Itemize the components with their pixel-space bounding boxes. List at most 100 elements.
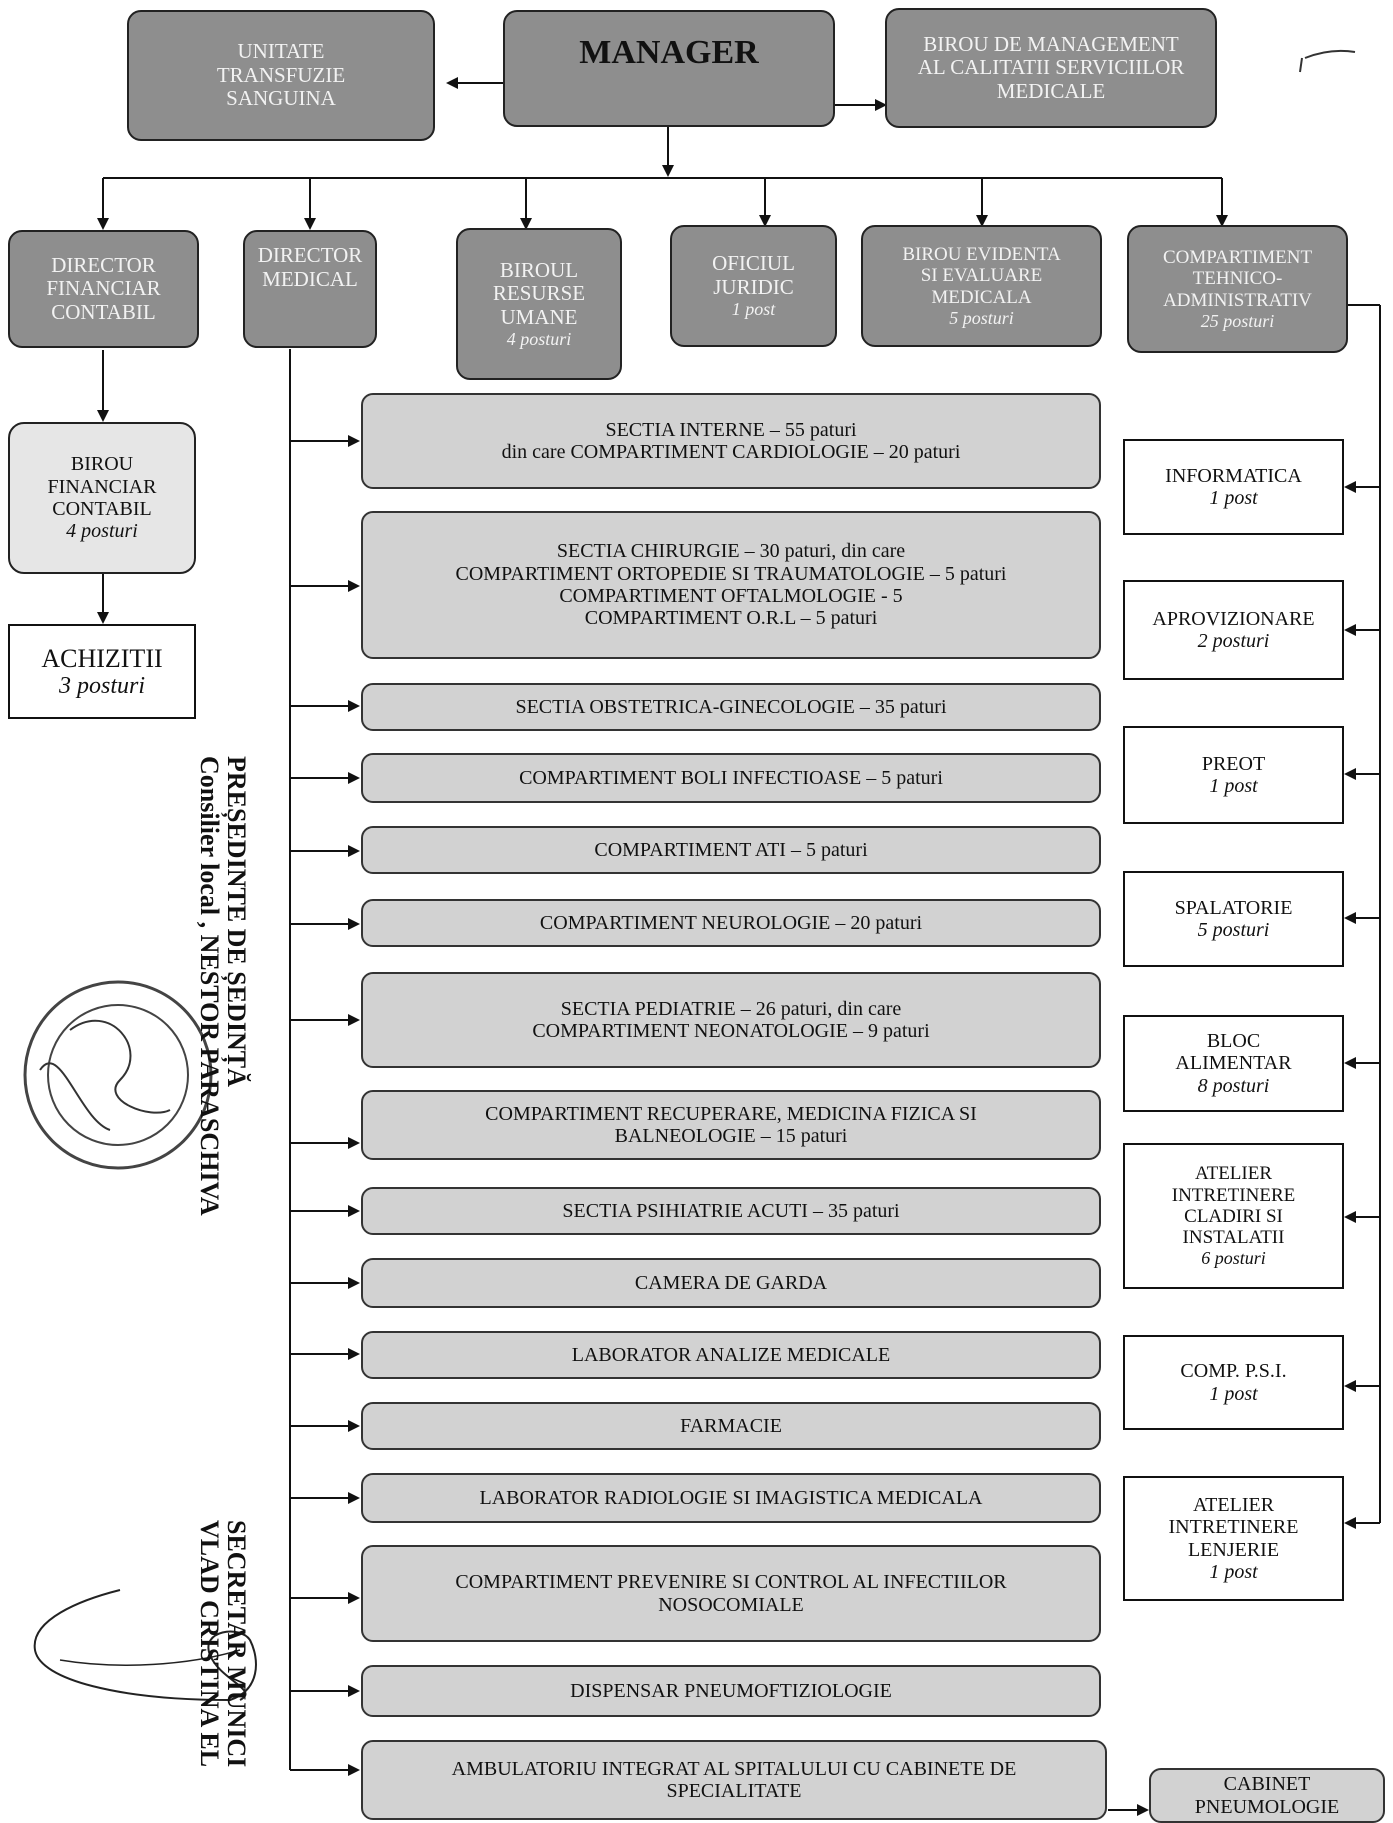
posts-count: 6 posturi [1201,1248,1266,1269]
box-line: TRANSFUZIE [216,62,346,87]
secretary-name: VLAD CRISTINA EL [194,1520,224,1768]
box-line: din care COMPARTIMENT CARDIOLOGIE – 20 p… [501,441,961,463]
box-line: FARMACIE [680,1414,782,1437]
box-line: DIRECTOR [257,243,363,267]
box-line: SI EVALUARE [920,265,1043,287]
box-line: BLOC [1206,1029,1261,1052]
posts-count: 1 post [1209,487,1258,509]
box-line: JURIDIC [713,274,794,299]
box-line: APROVIZIONARE [1152,607,1315,630]
box-line: BIROUL [499,257,579,282]
box-line: MEDICAL [262,266,358,291]
box-line: COMPARTIMENT OFTALMOLOGIE - 5 [559,585,903,607]
posts-count: 4 posturi [506,329,572,350]
posts-count: 4 posturi [66,520,138,543]
box-line: LABORATOR RADIOLOGIE SI IMAGISTICA MEDIC… [479,1486,983,1509]
unit-transfuzie-sanguina: UNITATE TRANSFUZIE SANGUINA [127,10,435,141]
medical-unit: SECTIA CHIRURGIE – 30 paturi, din care C… [361,511,1101,659]
box-line: CONTABIL [52,498,152,520]
medical-unit: SECTIA OBSTETRICA-GINECOLOGIE – 35 patur… [361,683,1101,731]
box-line: COMPARTIMENT ATI – 5 paturi [594,838,868,861]
box-line: AMBULATORIU INTEGRAT AL SPITALULUI CU CA… [451,1757,1017,1780]
birou-resurse-umane: BIROUL RESURSE UMANE 4 posturi [456,228,622,380]
box-line: COMPARTIMENT RECUPERARE, MEDICINA FIZICA… [485,1102,977,1125]
box-line: SECTIA PEDIATRIE – 26 paturi, din care [560,997,902,1020]
technical-unit: INFORMATICA 1 post [1123,439,1344,535]
achizitii-box: ACHIZITII 3 posturi [8,624,196,719]
box-line: INTRETINERE [1168,1516,1299,1539]
birou-management-calitate: BIROU DE MANAGEMENT AL CALITATII SERVICI… [885,8,1217,128]
box-line: ALIMENTAR [1175,1052,1292,1075]
technical-unit: SPALATORIE 5 posturi [1123,871,1344,967]
box-line: LABORATOR ANALIZE MEDICALE [571,1343,891,1366]
box-line: PREOT [1201,752,1266,775]
medical-unit: FARMACIE [361,1402,1101,1450]
medical-unit: COMPARTIMENT BOLI INFECTIOASE – 5 paturi [361,753,1101,803]
box-line: INFORMATICA [1165,464,1302,487]
technical-unit: APROVIZIONARE 2 posturi [1123,580,1344,680]
secretary-signature [33,1589,257,1702]
cabinet-pneumologie: CABINET PNEUMOLOGIE [1149,1768,1385,1823]
compartiment-tehnico-administrativ: COMPARTIMENT TEHNICO- ADMINISTRATIV 25 p… [1127,225,1348,353]
secretary-title: SECRETAR MUNICI [222,1520,251,1768]
box-line: SECTIA CHIRURGIE – 30 paturi, din care [556,540,906,563]
box-line: SECTIA OBSTETRICA-GINECOLOGIE – 35 patur… [515,695,947,718]
medical-unit: SECTIA INTERNE – 55 paturi din care COMP… [361,393,1101,489]
official-stamp [23,980,213,1170]
medical-unit: COMPARTIMENT RECUPERARE, MEDICINA FIZICA… [361,1090,1101,1160]
president-title: PREȘEDINTE DE ȘEDINȚĂ [222,756,251,1087]
box-line: FINANCIAR [47,475,157,498]
birou-financiar-contabil: BIROU FINANCIAR CONTABIL 4 posturi [8,422,196,574]
box-line: RESURSE [492,281,586,306]
box-line: BALNEOLOGIE – 15 paturi [614,1125,848,1147]
box-line: BIROU [70,453,134,476]
technical-unit: PREOT 1 post [1123,726,1344,824]
medical-unit: DISPENSAR PNEUMOFTIZIOLOGIE [361,1665,1101,1717]
box-line: COMPARTIMENT NEUROLOGIE – 20 paturi [539,911,923,934]
box-line: OFICIUL [712,251,795,276]
box-line: DISPENSAR PNEUMOFTIZIOLOGIE [570,1679,892,1702]
posts-count: 25 posturi [1200,310,1275,331]
box-line: ADMINISTRATIV [1163,289,1312,311]
posts-count: 5 posturi [1197,919,1270,941]
box-line: COMPARTIMENT O.R.L – 5 paturi [584,607,878,630]
president-block: PREȘEDINTE DE ȘEDINȚĂ Consilier local , … [194,756,251,1216]
secretary-block: SECRETAR MUNICI VLAD CRISTINA EL [194,1520,251,1768]
technical-unit: ATELIER INTRETINERE CLADIRI SI INSTALATI… [1123,1143,1344,1289]
posts-count: 3 posturi [58,672,145,699]
technical-unit: BLOC ALIMENTAR 8 posturi [1123,1015,1344,1112]
box-line: CABINET [1223,1773,1311,1796]
oficiul-juridic: OFICIUL JURIDIC 1 post [670,225,837,347]
box-line: CONTABIL [51,299,156,324]
director-medical: DIRECTOR MEDICAL [243,230,377,348]
director-financiar-contabil: DIRECTOR FINANCIAR CONTABIL [8,230,199,348]
medical-unit: SECTIA PEDIATRIE – 26 paturi, din care C… [361,972,1101,1068]
birou-evidenta-evaluare: BIROU EVIDENTA SI EVALUARE MEDICALA 5 po… [861,225,1102,347]
box-line: COMPARTIMENT BOLI INFECTIOASE – 5 paturi [519,766,943,789]
box-line: COMP. P.S.I. [1180,1360,1287,1383]
box-line: SPECIALITATE [666,1780,802,1802]
box-line: UMANE [500,304,578,329]
posts-count: 2 posturi [1197,630,1270,652]
box-line: LENJERIE [1187,1538,1280,1561]
box-line: BIROU EVIDENTA [902,244,1061,266]
box-line: COMPARTIMENT ORTOPEDIE SI TRAUMATOLOGIE … [455,562,1007,585]
box-line: PNEUMOLOGIE [1194,1795,1340,1818]
box-line: TEHNICO- [1192,268,1283,290]
medical-unit: COMPARTIMENT ATI – 5 paturi [361,826,1101,874]
box-line: ACHIZITII [41,643,163,673]
posts-count: 1 post [1209,1560,1258,1583]
box-line: BIROU DE MANAGEMENT [923,31,1179,56]
posts-count: 1 post [731,299,776,320]
box-line: DIRECTOR [51,252,156,277]
posts-count: 5 posturi [949,307,1014,328]
posts-count: 1 post [1209,1382,1258,1405]
president-name: Consilier local , NESTOR PARASCHIVA [194,756,224,1216]
box-line: MEDICALE [996,78,1106,103]
box-line: SECTIA INTERNE – 55 paturi [605,418,857,441]
technical-unit: ATELIER INTRETINERE LENJERIE 1 post [1123,1476,1344,1601]
box-line: FINANCIAR [46,276,161,301]
technical-unit: COMP. P.S.I. 1 post [1123,1335,1344,1430]
